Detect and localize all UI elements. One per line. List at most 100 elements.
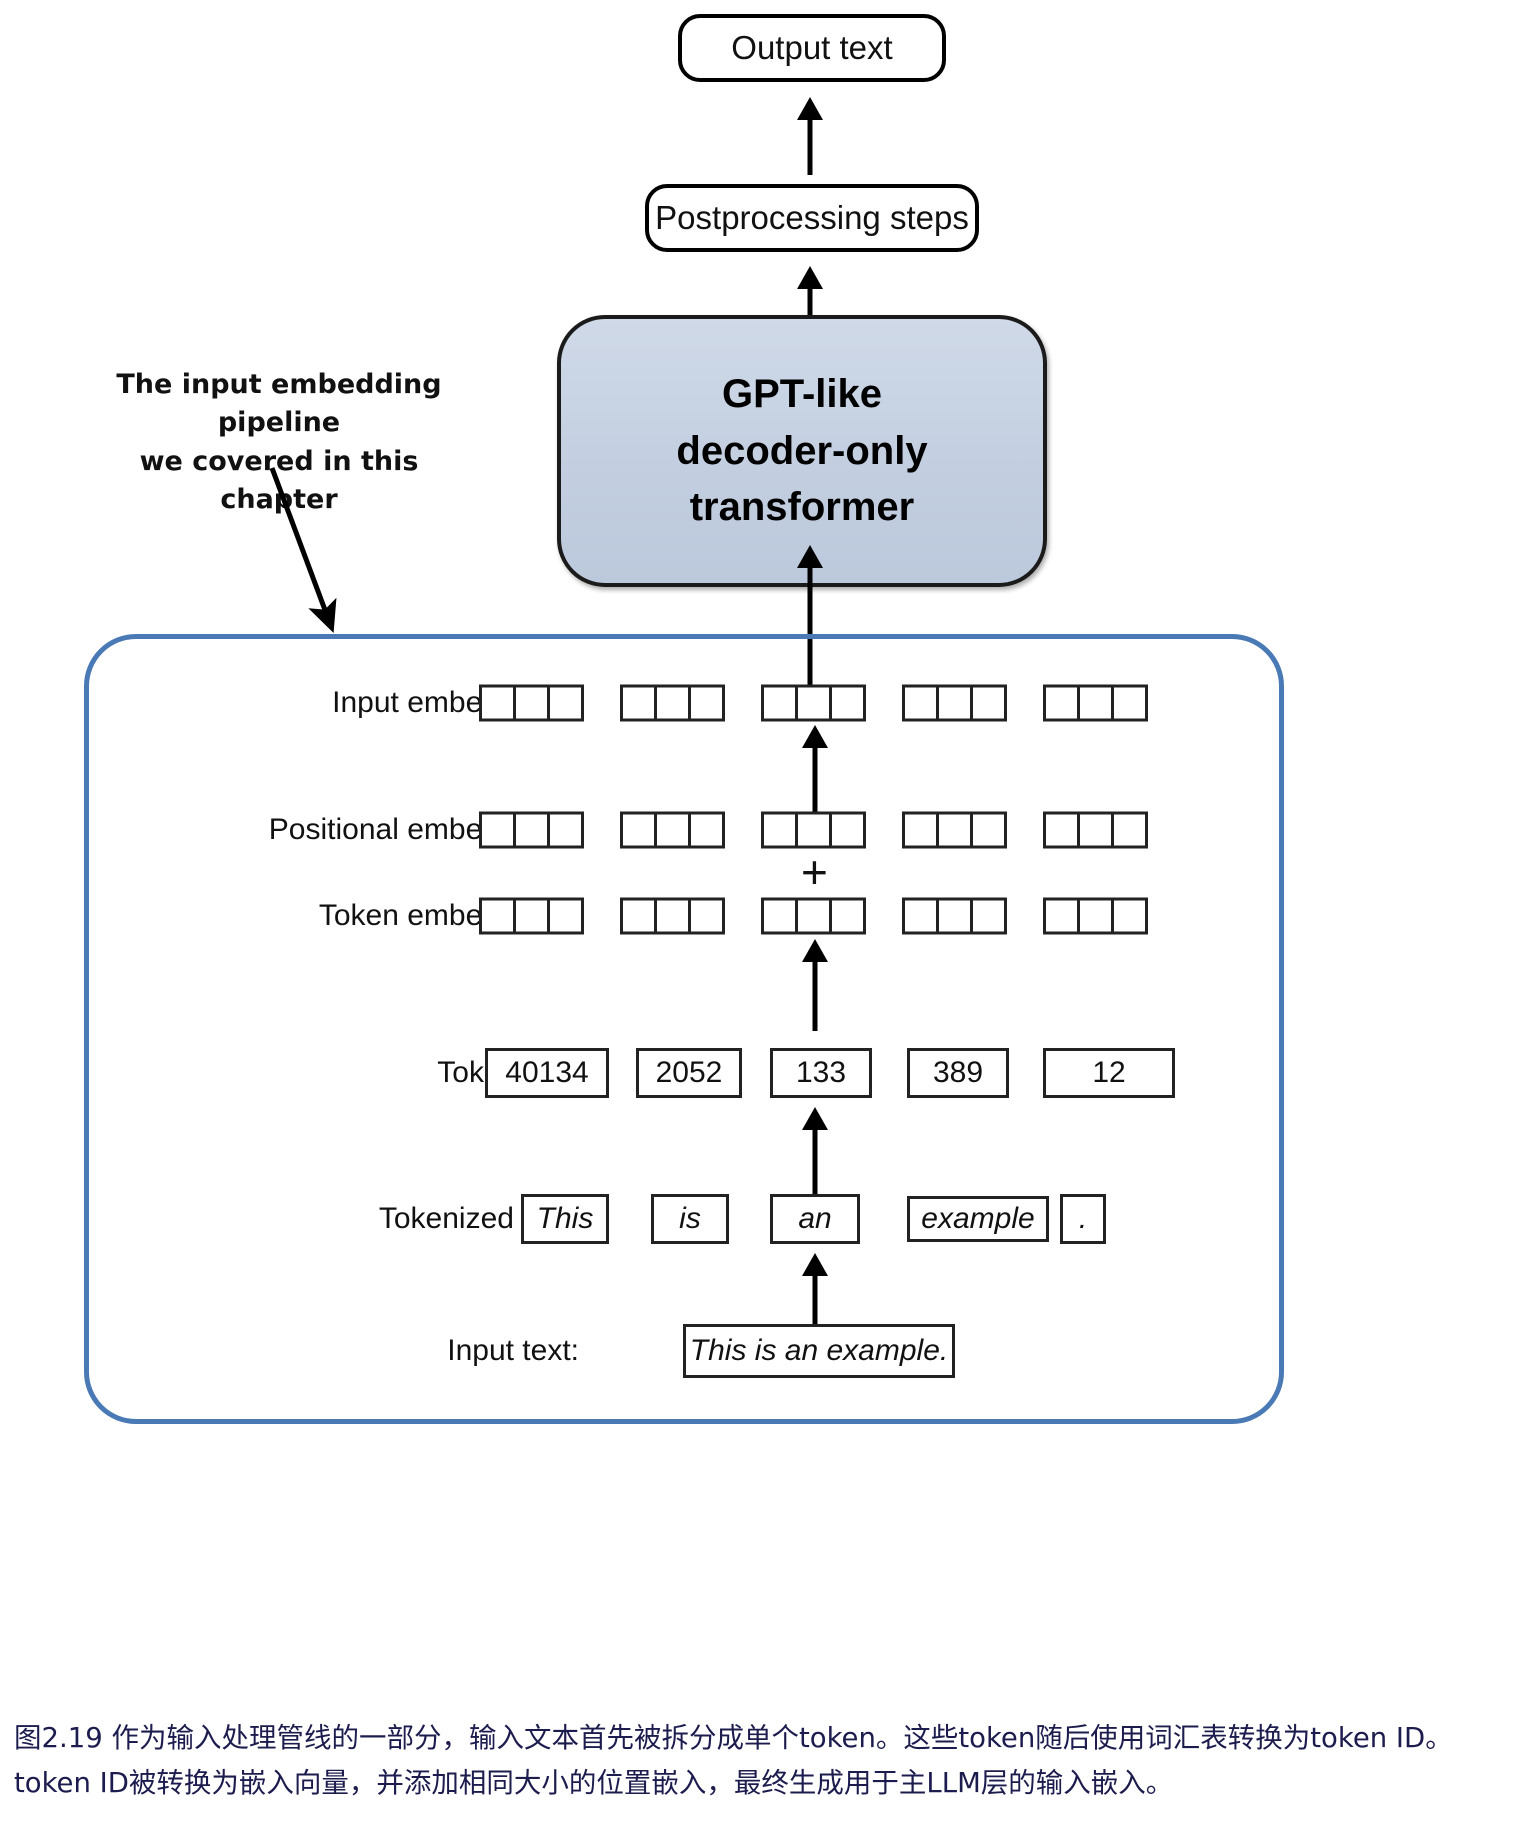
embedding-cell	[620, 897, 657, 935]
embedding-cell	[479, 897, 516, 935]
token-embeddings-group-4	[902, 897, 1007, 935]
arrow-shaft	[807, 284, 813, 318]
embedding-cell	[761, 897, 798, 935]
embedding-cell	[547, 811, 584, 849]
arrow-shaft	[812, 1125, 818, 1197]
postprocessing-steps-label: Postprocessing steps	[655, 199, 969, 236]
input-embeddings-group-2	[620, 684, 725, 722]
token-id-value: 133	[795, 1056, 847, 1089]
annotation-arrow-icon	[269, 467, 337, 633]
gpt-decoder-block: GPT-like decoder-only transformer	[557, 315, 1047, 587]
row-input-embeddings: Input embeddings:	[89, 675, 1279, 731]
embedding-cell	[654, 811, 691, 849]
embedding-cell	[547, 897, 584, 935]
arrow-head-icon	[802, 1107, 828, 1130]
row-token-embeddings: Token embeddings:	[89, 888, 1279, 944]
token-id-value: 12	[1092, 1056, 1126, 1089]
embedding-cell	[761, 684, 798, 722]
embedding-cell	[547, 684, 584, 722]
gpt-block-line-3: transformer	[689, 485, 915, 530]
row-tokenized-text: Tokenized text: This is an example .	[89, 1193, 1279, 1245]
embedding-cell	[936, 684, 973, 722]
token-embeddings-group-2	[620, 897, 725, 935]
embedding-cell	[513, 684, 550, 722]
arrow-head-icon	[802, 1253, 828, 1276]
input-embeddings-group-5	[1043, 684, 1148, 722]
embedding-cell	[936, 897, 973, 935]
embedding-cell	[902, 811, 939, 849]
embedding-cell	[513, 811, 550, 849]
token-id-box: 389	[907, 1048, 1009, 1098]
token-box: is	[651, 1194, 729, 1244]
arrow-shaft	[812, 1271, 818, 1345]
embedding-cell	[1111, 897, 1148, 935]
annotation-label: The input embedding pipeline we covered …	[116, 369, 442, 515]
embedding-cell	[829, 811, 866, 849]
embedding-cell	[1043, 811, 1080, 849]
token-box: example	[907, 1196, 1049, 1242]
embedding-cell	[936, 811, 973, 849]
embedding-cell	[902, 684, 939, 722]
embedding-cell	[1077, 811, 1114, 849]
arrow-shaft	[807, 115, 813, 175]
input-embeddings-group-4	[902, 684, 1007, 722]
embedding-cell	[620, 684, 657, 722]
token-value: This	[536, 1202, 594, 1235]
embedding-cell	[795, 897, 832, 935]
positional-embeddings-group-1	[479, 811, 584, 849]
embedding-cell	[970, 897, 1007, 935]
input-text-label: Input text:	[447, 1334, 579, 1367]
token-box: .	[1060, 1194, 1106, 1244]
embedding-cell	[620, 811, 657, 849]
embedding-cell	[1111, 684, 1148, 722]
token-embeddings-group-1	[479, 897, 584, 935]
embedding-cell	[688, 684, 725, 722]
token-id-box: 2052	[636, 1048, 742, 1098]
token-value: example	[921, 1202, 1035, 1235]
embedding-cell	[479, 684, 516, 722]
token-embeddings-group-3	[761, 897, 866, 935]
embedding-cell	[1043, 684, 1080, 722]
gpt-block-line-1: GPT-like	[721, 371, 883, 416]
token-id-box: 40134	[485, 1048, 609, 1098]
arrow-head-icon	[802, 939, 828, 962]
embedding-cell	[479, 811, 516, 849]
embedding-cell	[688, 897, 725, 935]
embedding-cell	[1077, 684, 1114, 722]
output-text-box: Output text	[678, 14, 946, 82]
embedding-cell	[829, 684, 866, 722]
row-token-ids: Token IDs: 40134 2052 133 389 12	[89, 1047, 1279, 1099]
token-box: This	[521, 1194, 609, 1244]
input-embedding-pipeline-container: Input embeddings:	[84, 634, 1284, 1424]
arrow-shaft	[812, 743, 818, 813]
embedding-cell	[654, 897, 691, 935]
embedding-cell	[513, 897, 550, 935]
arrow-head-icon	[797, 97, 823, 120]
positional-embeddings-group-3	[761, 811, 866, 849]
gpt-block-line-2: decoder-only	[676, 428, 928, 473]
token-id-box: 133	[770, 1048, 872, 1098]
token-embeddings-group-5	[1043, 897, 1148, 935]
input-embeddings-group-3	[761, 684, 866, 722]
row-input-text: Input text: This is an example.	[89, 1323, 1279, 1379]
input-text-value: This is an example.	[689, 1334, 949, 1367]
embedding-cell	[902, 897, 939, 935]
input-embeddings-group-1	[479, 684, 584, 722]
token-id-box: 12	[1043, 1048, 1175, 1098]
embedding-cell	[1043, 897, 1080, 935]
plus-sign: +	[801, 846, 828, 898]
input-text-box: This is an example.	[683, 1324, 955, 1378]
token-id-value: 40134	[505, 1056, 589, 1089]
token-value: .	[1078, 1202, 1088, 1235]
positional-embeddings-group-4	[902, 811, 1007, 849]
embedding-cell	[829, 897, 866, 935]
embedding-cell	[970, 684, 1007, 722]
token-box: an	[770, 1194, 860, 1244]
embedding-cell	[1077, 897, 1114, 935]
token-id-value: 2052	[655, 1056, 723, 1089]
positional-embeddings-group-5	[1043, 811, 1148, 849]
embedding-cell	[795, 811, 832, 849]
row-positional-embeddings: Positional embeddings:	[89, 802, 1279, 858]
token-value: is	[679, 1202, 701, 1235]
embedding-cell	[688, 811, 725, 849]
